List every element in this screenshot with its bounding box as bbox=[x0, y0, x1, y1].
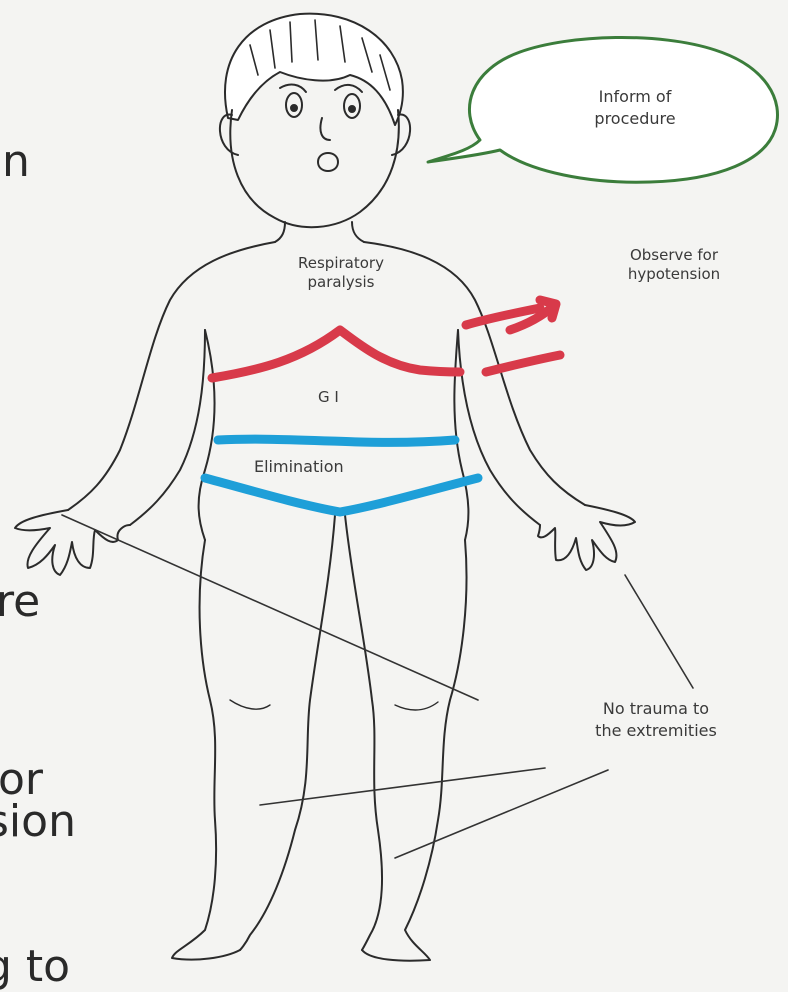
elimination-marker-upper bbox=[218, 439, 455, 442]
pointer-right-hand bbox=[625, 575, 693, 688]
elimination-label: Elimination bbox=[254, 457, 344, 476]
eyebrow-right bbox=[335, 85, 362, 92]
hair bbox=[225, 14, 403, 125]
cropped-text-5: g to bbox=[0, 945, 70, 989]
trauma-label: No trauma to the extremities bbox=[536, 698, 776, 742]
bubble-line-1: Inform of bbox=[575, 86, 695, 108]
respiratory-line-1: Respiratory bbox=[246, 254, 436, 273]
respiratory-line-2: paralysis bbox=[246, 273, 436, 292]
right-hand bbox=[538, 505, 635, 570]
cropped-text-2: re bbox=[0, 580, 40, 624]
elimination-marker-lower bbox=[205, 478, 478, 512]
pointer-left-hand bbox=[62, 515, 478, 700]
bubble-line-2: procedure bbox=[575, 108, 695, 130]
trauma-line-2: the extremities bbox=[536, 720, 776, 742]
respiratory-label: Respiratory paralysis bbox=[246, 254, 436, 292]
right-leg bbox=[362, 540, 467, 961]
bubble-text: Inform of procedure bbox=[575, 86, 695, 130]
head bbox=[230, 110, 399, 227]
pointer-left-leg bbox=[260, 768, 545, 805]
hypotension-label: Observe for hypotension bbox=[574, 246, 774, 284]
hypotension-line-1: Observe for bbox=[574, 246, 774, 265]
eyebrow-left bbox=[280, 85, 306, 92]
trauma-line-1: No trauma to bbox=[536, 698, 776, 720]
respiratory-marker bbox=[212, 330, 460, 378]
left-leg bbox=[172, 540, 240, 960]
cropped-text-4: sion bbox=[0, 800, 76, 844]
cropped-text-1: n bbox=[2, 140, 30, 184]
hypotension-line-2: hypotension bbox=[574, 265, 774, 284]
gi-label: G I bbox=[318, 388, 339, 407]
mouth bbox=[318, 153, 338, 171]
